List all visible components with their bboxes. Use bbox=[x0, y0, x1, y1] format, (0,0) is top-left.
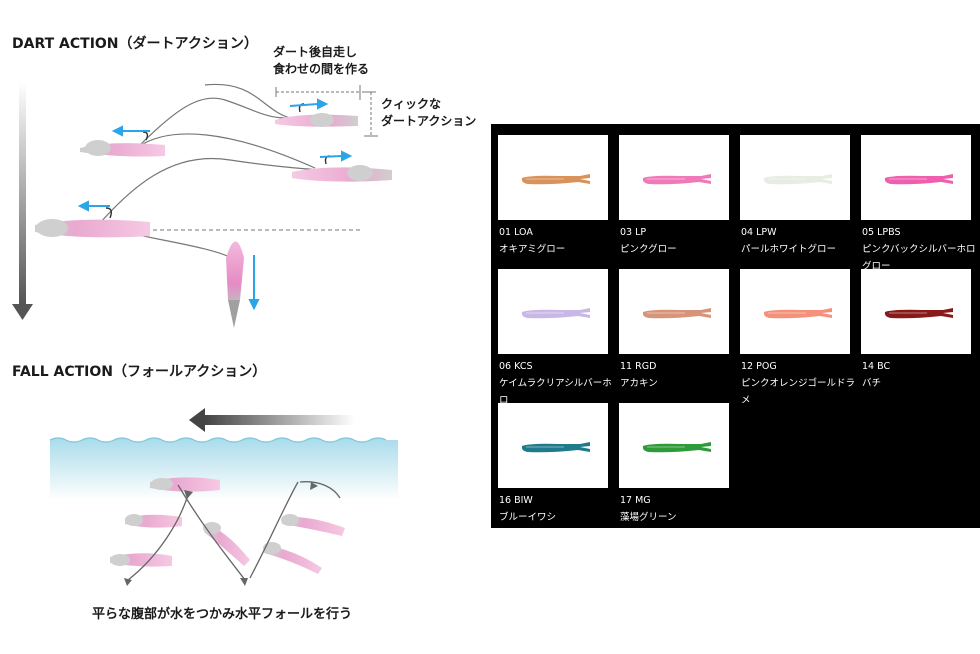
color-item: 04 LPW パールホワイトグロー bbox=[740, 135, 856, 258]
color-item: 11 RGD アカキン bbox=[619, 269, 735, 392]
color-swatch-image bbox=[740, 269, 850, 354]
color-name: ケイムラクリアシルバーホロ bbox=[499, 378, 612, 406]
dart-action-title: DART ACTION（ダートアクション） bbox=[12, 35, 258, 52]
fall-arrow-shaft bbox=[205, 415, 355, 425]
color-name: ピンクバックシルバーホログロー bbox=[862, 244, 976, 272]
color-swatch-image bbox=[619, 135, 729, 220]
color-code: 14 BC bbox=[862, 361, 891, 372]
note-quick-dart-line2: ダートアクション bbox=[381, 113, 476, 128]
color-name: ピンクオレンジゴールドラメ bbox=[741, 378, 856, 406]
color-swatch-image bbox=[498, 269, 608, 354]
color-code: 12 POG bbox=[741, 361, 777, 372]
motion-arrows bbox=[77, 98, 353, 311]
color-name: ピンクグロー bbox=[620, 244, 677, 255]
color-name: バチ bbox=[862, 378, 882, 389]
color-swatch-image bbox=[861, 135, 971, 220]
lure-vertical bbox=[226, 241, 244, 328]
fall-arrow-head bbox=[189, 408, 205, 432]
worm-icon bbox=[642, 308, 711, 319]
color-lineup-panel: 01 LOA オキアミグロー 03 LP ピンクグロー 04 LPW パールホワイトグロー… bbox=[491, 124, 980, 528]
color-item: 01 LOA オキアミグロー bbox=[498, 135, 614, 258]
color-item: 05 LPBS ピンクバックシルバーホログロー bbox=[861, 135, 977, 275]
worm-icon bbox=[642, 174, 711, 185]
color-swatch-image bbox=[619, 403, 729, 488]
note-self-swim-line1: ダート後自走し bbox=[273, 44, 357, 59]
color-swatch-image bbox=[619, 269, 729, 354]
color-item: 16 BIW ブルーイワシ bbox=[498, 403, 614, 526]
color-name: オキアミグロー bbox=[499, 244, 566, 255]
worm-icon bbox=[884, 174, 953, 185]
worm-icon bbox=[521, 442, 590, 453]
note-quick-dart-line1: クィックな bbox=[381, 97, 441, 111]
color-swatch-image bbox=[861, 269, 971, 354]
worm-icon bbox=[763, 308, 832, 319]
fall-lures bbox=[110, 477, 345, 574]
color-item: 14 BC バチ bbox=[861, 269, 977, 392]
color-name: パールホワイトグロー bbox=[741, 244, 837, 255]
worm-icon bbox=[763, 174, 832, 185]
fall-path-arrows bbox=[127, 481, 341, 581]
lure-upper-left bbox=[80, 131, 165, 157]
note-self-swim-line2: 食わせの間を作る bbox=[272, 61, 369, 76]
worm-icon bbox=[884, 308, 953, 319]
fall-caption: 平らな腹部が水をつかみ水平フォールを行う bbox=[92, 606, 352, 622]
lure-top-right bbox=[275, 103, 358, 127]
color-code: 16 BIW bbox=[499, 495, 533, 506]
color-item: 03 LP ピンクグロー bbox=[619, 135, 735, 258]
fall-action-title: FALL ACTION（フォールアクション） bbox=[12, 364, 266, 380]
color-swatch-image bbox=[740, 135, 850, 220]
water-surface bbox=[50, 438, 398, 500]
color-code: 06 KCS bbox=[499, 361, 533, 372]
color-code: 11 RGD bbox=[620, 361, 657, 372]
color-item: 06 KCS ケイムラクリアシルバーホロ bbox=[498, 269, 614, 409]
color-name: 藻場グリーン bbox=[620, 512, 677, 523]
sink-arrow-head bbox=[12, 304, 33, 320]
water-wave-line bbox=[49, 437, 387, 443]
color-swatch-image bbox=[498, 135, 608, 220]
fall-path-arrowheads bbox=[124, 482, 318, 586]
color-code: 04 LPW bbox=[741, 227, 777, 238]
color-code: 05 LPBS bbox=[862, 227, 901, 238]
color-code: 01 LOA bbox=[499, 227, 533, 238]
color-code: 17 MG bbox=[620, 495, 651, 506]
action-diagram: DART ACTION（ダートアクション） ダート後自走し 食わせの間を作る ク… bbox=[12, 35, 476, 622]
color-swatch-image bbox=[498, 403, 608, 488]
worm-icon bbox=[642, 442, 711, 453]
worm-icon bbox=[521, 308, 590, 319]
worm-icon bbox=[521, 174, 590, 185]
color-code: 03 LP bbox=[620, 227, 647, 238]
color-name: アカキン bbox=[620, 378, 658, 389]
lure-lower-left bbox=[35, 207, 150, 238]
sink-arrow-shaft bbox=[19, 82, 26, 304]
color-item: 17 MG 藻場グリーン bbox=[619, 403, 735, 526]
color-name: ブルーイワシ bbox=[499, 512, 557, 523]
color-item: 12 POG ピンクオレンジゴールドラメ bbox=[740, 269, 856, 409]
